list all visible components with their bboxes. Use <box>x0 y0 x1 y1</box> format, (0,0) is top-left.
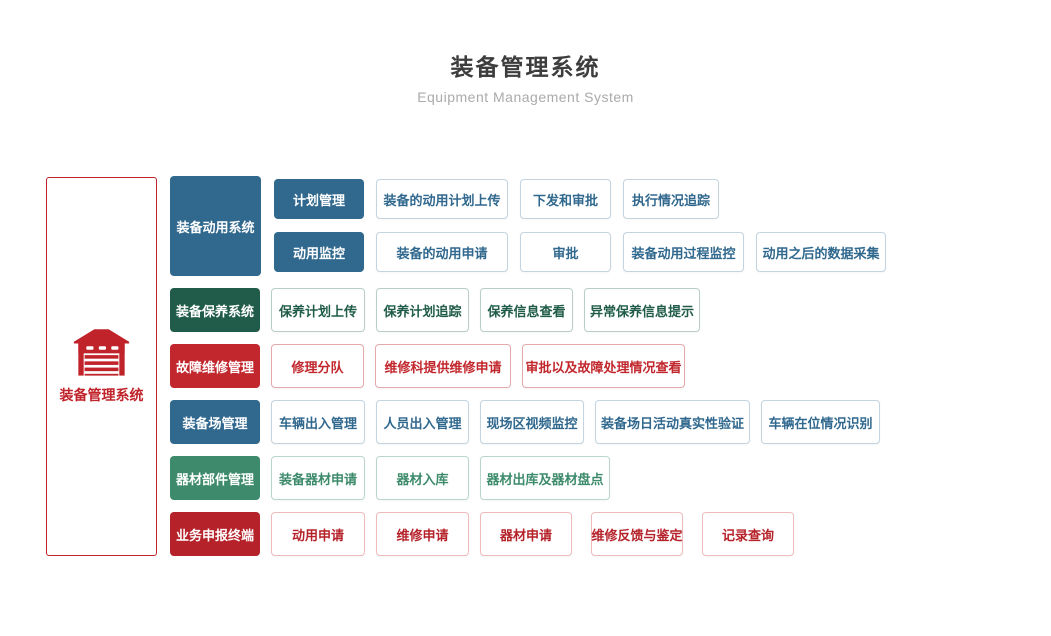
row-header: 故障维修管理 <box>170 344 260 388</box>
diagram-node: 现场区视频监控 <box>480 400 584 444</box>
group-header: 计划管理 <box>274 179 364 219</box>
diagram-node: 异常保养信息提示 <box>584 288 700 332</box>
diagram-node: 下发和审批 <box>520 179 611 219</box>
row-material-parts: 器材部件管理 装备器材申请 器材入库 器材出库及器材盘点 <box>170 456 886 500</box>
diagram-node: 执行情况追踪 <box>623 179 719 219</box>
row-business-terminal: 业务申报终端 动用申请 维修申请 器材申请 维修反馈与鉴定 记录查询 <box>170 512 886 556</box>
diagram-node: 审批以及故障处理情况查看 <box>522 344 685 388</box>
diagram-node: 器材申请 <box>480 512 572 556</box>
diagram-node: 装备的动用申请 <box>376 232 508 272</box>
row-header: 装备场管理 <box>170 400 260 444</box>
row-header: 器材部件管理 <box>170 456 260 500</box>
diagram-node: 动用申请 <box>271 512 365 556</box>
diagram-node: 装备场日活动真实性验证 <box>595 400 750 444</box>
diagram-node: 车辆出入管理 <box>271 400 365 444</box>
diagram-node: 审批 <box>520 232 611 272</box>
diagram-node: 装备器材申请 <box>271 456 365 500</box>
page-title: 装备管理系统 <box>450 54 601 80</box>
group-plan-management: 计划管理 装备的动用计划上传 下发和审批 执行情况追踪 <box>274 179 886 219</box>
diagram-node: 保养信息查看 <box>480 288 573 332</box>
row-equipment-yard: 装备场管理 车辆出入管理 人员出入管理 现场区视频监控 装备场日活动真实性验证 … <box>170 400 886 444</box>
row-equipment-maintenance: 装备保养系统 保养计划上传 保养计划追踪 保养信息查看 异常保养信息提示 <box>170 288 886 332</box>
mobilization-groups: 计划管理 装备的动用计划上传 下发和审批 执行情况追踪 动用监控 装备的动用申请… <box>274 176 886 272</box>
warehouse-icon <box>73 329 130 376</box>
diagram-node: 保养计划追踪 <box>376 288 469 332</box>
diagram-node: 器材入库 <box>376 456 469 500</box>
diagram-node: 维修反馈与鉴定 <box>591 512 683 556</box>
root-system-label: 装备管理系统 <box>59 387 144 403</box>
row-equipment-mobilization: 装备动用系统 计划管理 装备的动用计划上传 下发和审批 执行情况追踪 动用监控 … <box>170 176 886 276</box>
row-fault-repair: 故障维修管理 修理分队 维修科提供维修申请 审批以及故障处理情况查看 <box>170 344 886 388</box>
diagram-node: 动用之后的数据采集 <box>756 232 886 272</box>
page-subtitle: Equipment Management System <box>417 89 634 105</box>
diagram-node: 人员出入管理 <box>376 400 469 444</box>
diagram-node: 维修科提供维修申请 <box>375 344 511 388</box>
diagram-node: 车辆在位情况识别 <box>761 400 880 444</box>
diagram-node: 装备的动用计划上传 <box>376 179 508 219</box>
diagram-node: 器材出库及器材盘点 <box>480 456 610 500</box>
diagram-node: 维修申请 <box>376 512 469 556</box>
diagram-node: 保养计划上传 <box>271 288 365 332</box>
diagram-node: 记录查询 <box>702 512 794 556</box>
diagram-content: 装备动用系统 计划管理 装备的动用计划上传 下发和审批 执行情况追踪 动用监控 … <box>170 176 886 556</box>
group-mobilization-monitor: 动用监控 装备的动用申请 审批 装备动用过程监控 动用之后的数据采集 <box>274 232 886 272</box>
row-header: 装备动用系统 <box>170 176 261 276</box>
root-system-box: 装备管理系统 <box>46 177 157 556</box>
row-header: 业务申报终端 <box>170 512 260 556</box>
diagram-node: 修理分队 <box>271 344 364 388</box>
row-header: 装备保养系统 <box>170 288 260 332</box>
group-header: 动用监控 <box>274 232 364 272</box>
diagram-node: 装备动用过程监控 <box>623 232 744 272</box>
